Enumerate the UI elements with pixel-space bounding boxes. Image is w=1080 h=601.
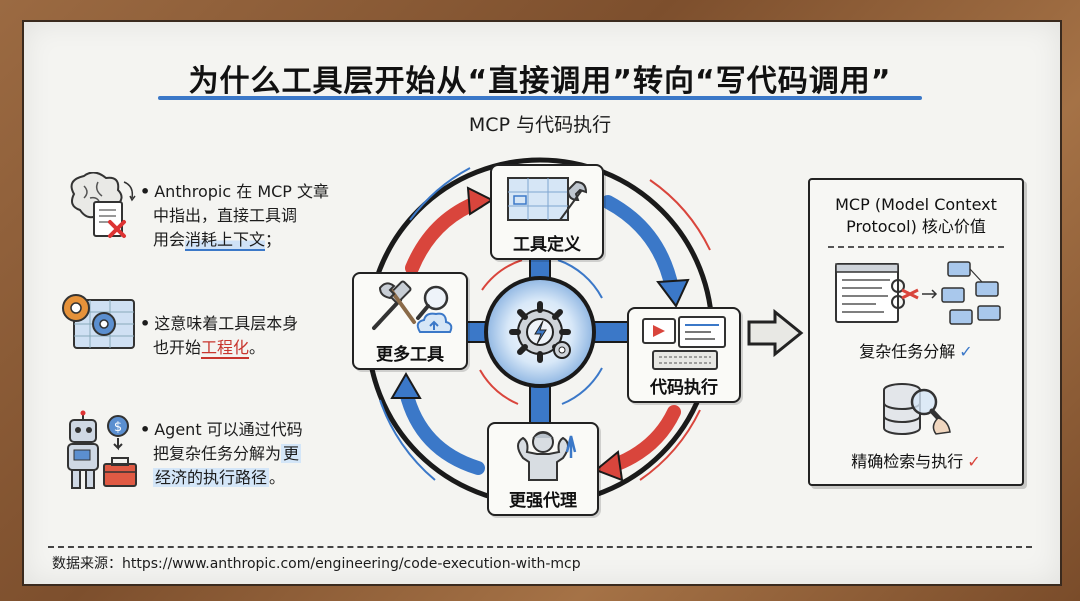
- inner-arc-red-2: [479, 369, 519, 405]
- database-search-icon: [883, 383, 951, 435]
- big-right-arrow: [747, 308, 804, 358]
- panel-item-retrieval: 精确检索与执行✓: [851, 452, 981, 471]
- tools-icon: [372, 280, 453, 333]
- panel-item-decompose: 复杂任务分解✓: [859, 342, 973, 361]
- node-label-code-execution: 代码执行: [650, 378, 718, 398]
- highlight-engineering: 工程化: [201, 338, 250, 359]
- outer-arc-blue-top: [409, 167, 471, 221]
- task-decompose-icon: [835, 261, 1001, 325]
- hub-gear-icon: [509, 301, 571, 363]
- bullet-point-2: •这意味着工具层本身 也开始工程化。: [140, 314, 299, 359]
- arrow-exec-to-agent: [605, 405, 681, 473]
- bullet-point-1: •Anthropic 在 MCP 文章 中指出，直接工具调 用会消耗上下文；: [140, 182, 330, 251]
- title-underline: [158, 96, 922, 100]
- arrowhead-more-to-tooldef: [466, 186, 495, 216]
- outer-arc-blue-bottomleft: [379, 399, 436, 481]
- arrow-agent-to-more: [399, 385, 485, 475]
- node-label-more-tools: 更多工具: [376, 345, 444, 365]
- node-tool-definition: 工具定义: [490, 164, 604, 260]
- inner-arc-blue: [557, 259, 603, 299]
- footer-divider: [48, 546, 1032, 548]
- gear-blueprint-icon: [62, 294, 135, 349]
- highlight-economic-path: 经济的执行路径: [153, 468, 270, 487]
- page-title: 为什么工具层开始从“直接调用”转向“写代码调用”: [188, 64, 892, 99]
- blueprint-wrench-icon: [507, 177, 588, 221]
- node-label-tool-definition: 工具定义: [513, 235, 581, 255]
- panel-title: MCP (Model Context Protocol) 核心价值: [835, 195, 997, 236]
- node-code-execution: 代码执行: [627, 307, 741, 403]
- node-more-tools: 更多工具: [352, 272, 468, 370]
- outer-arc-red-topright: [649, 179, 711, 251]
- highlight-consume-context: 消耗上下文: [185, 230, 266, 251]
- svg-text:$: $: [114, 420, 122, 435]
- arrowhead-agent-to-more: [390, 372, 422, 399]
- mcp-value-panel: MCP (Model Context Protocol) 核心价值 复杂任务分解…: [808, 178, 1024, 486]
- node-stronger-agent: 更强代理: [487, 422, 599, 516]
- checkmark-icon: ✓: [959, 342, 973, 361]
- page-subtitle: MCP 与代码执行: [468, 114, 612, 136]
- outer-arc-red-bottomright: [639, 409, 701, 481]
- inner-arc-blue-2: [561, 367, 603, 405]
- inner-arc-red: [481, 259, 523, 291]
- arrow-tooldef-to-exec: [601, 195, 679, 295]
- arrowhead-tooldef-to-exec: [656, 278, 690, 308]
- robot-toolbox-icon: $: [67, 410, 137, 489]
- panel-divider: [828, 246, 1004, 248]
- brain-document-icon: [70, 172, 136, 238]
- arrowhead-exec-to-agent: [594, 450, 624, 482]
- highlight-more: 更: [281, 444, 302, 463]
- code-window-icon: [642, 316, 726, 370]
- source-footer: 数据来源：https://www.anthropic.com/engineeri…: [52, 556, 581, 572]
- node-label-stronger-agent: 更强代理: [509, 491, 577, 511]
- checkmark-icon: ✓: [967, 452, 981, 471]
- arrow-more-to-tooldef: [405, 195, 485, 275]
- strong-figure-icon: [517, 431, 577, 481]
- bullet-point-3: •Agent 可以通过代码 把复杂任务分解为更 经济的执行路径。: [140, 420, 303, 487]
